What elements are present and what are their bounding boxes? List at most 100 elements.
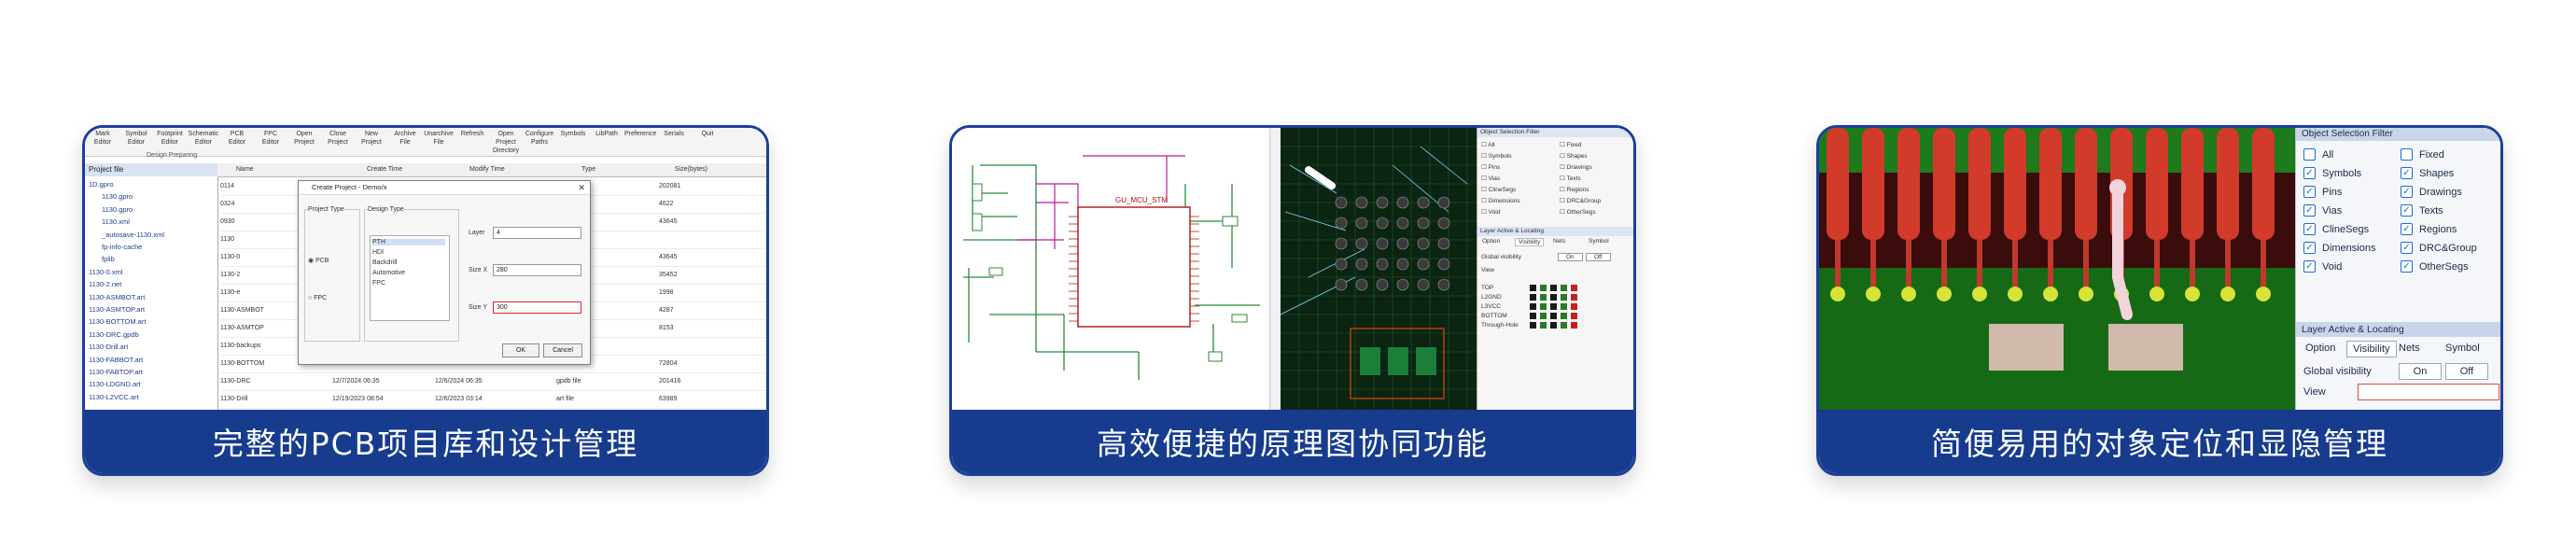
- filter-item[interactable]: ✓Vias: [2303, 204, 2342, 217]
- filter-item[interactable]: ☐ Void: [1481, 209, 1501, 216]
- checkbox[interactable]: ✓: [2303, 186, 2316, 198]
- filter-item[interactable]: ☐ OtherSegs: [1560, 209, 1596, 216]
- layer-color-swatch[interactable]: [1571, 322, 1577, 329]
- filter-item[interactable]: ☐ Regions: [1560, 187, 1589, 193]
- toolbar-button[interactable]: Footprint Editor: [157, 131, 183, 146]
- layer-color-swatch[interactable]: [1550, 294, 1557, 301]
- toolbar-button[interactable]: Open Project Directory: [492, 131, 519, 154]
- toolbar-button[interactable]: PCB Editor: [228, 131, 246, 146]
- checkbox[interactable]: ✓: [2401, 223, 2413, 235]
- checkbox[interactable]: ✓: [2303, 260, 2316, 273]
- checkbox[interactable]: ✓: [2303, 242, 2316, 254]
- filter-item[interactable]: ✓Pins: [2303, 186, 2342, 198]
- tree-item[interactable]: 1130-FABTOP.art: [89, 368, 143, 376]
- tree-item[interactable]: 1130-0.xml: [89, 267, 123, 276]
- tree-item[interactable]: 1130-DRC.gpdb: [89, 329, 139, 339]
- toolbar-button[interactable]: Mark Editor: [93, 131, 112, 146]
- tree-item[interactable]: 1130-FABBOT.art: [89, 355, 144, 364]
- toolbar-button[interactable]: Quit: [701, 131, 714, 137]
- design-type-option[interactable]: Automotive: [372, 270, 406, 276]
- filter-item[interactable]: ✓Regions: [2401, 223, 2457, 235]
- layer-color-swatch[interactable]: [1571, 294, 1577, 301]
- close-icon[interactable]: ✕: [578, 183, 585, 192]
- layer-color-swatch[interactable]: [1561, 303, 1567, 310]
- layer-color-swatch[interactable]: [1530, 285, 1536, 291]
- view-input[interactable]: [2358, 384, 2499, 400]
- filter-item[interactable]: ✓Texts: [2401, 204, 2443, 217]
- column-header[interactable]: Type: [581, 166, 596, 173]
- design-type-option[interactable]: HDI: [372, 249, 385, 256]
- toolbar-button[interactable]: Unarchive File: [424, 131, 454, 146]
- layer-input[interactable]: 4: [493, 227, 581, 239]
- layer-color-swatch[interactable]: [1571, 303, 1577, 310]
- tree-item[interactable]: 1130-LDGND.art: [89, 380, 141, 389]
- checkbox[interactable]: [2401, 148, 2413, 161]
- toolbar-button[interactable]: Archive File: [394, 131, 416, 146]
- filter-item[interactable]: ☐ Pins: [1481, 164, 1501, 171]
- filter-item[interactable]: ☐ Fixed: [1560, 142, 1582, 148]
- toolbar-button[interactable]: Configure Paths: [525, 131, 554, 146]
- on-button[interactable]: On: [1558, 253, 1583, 261]
- checkbox[interactable]: ✓: [2303, 204, 2316, 217]
- layer-color-swatch[interactable]: [1561, 322, 1567, 329]
- layer-color-swatch[interactable]: [1550, 285, 1557, 291]
- layer-color-swatch[interactable]: [1540, 322, 1547, 329]
- design-type-option[interactable]: Backdrill: [372, 259, 398, 266]
- toolbar-button[interactable]: Close Project: [328, 131, 348, 146]
- filter-item[interactable]: ✓OtherSegs: [2401, 260, 2469, 273]
- checkbox[interactable]: ✓: [2303, 223, 2316, 235]
- size-x-input[interactable]: 280: [493, 264, 581, 276]
- layer-color-swatch[interactable]: [1530, 303, 1536, 310]
- design-type-option[interactable]: PTH: [372, 239, 445, 245]
- filter-item[interactable]: ☐ Texts: [1560, 175, 1581, 182]
- toolbar-button[interactable]: Symbol Editor: [125, 131, 147, 146]
- column-header[interactable]: Create Time: [367, 166, 403, 173]
- filter-item[interactable]: ✓Shapes: [2401, 167, 2454, 179]
- filter-item[interactable]: ☐ Drawings: [1560, 164, 1592, 171]
- toolbar-button[interactable]: Open Project: [294, 131, 315, 146]
- tree-item[interactable]: 1130-ASMTOP.art: [89, 305, 146, 314]
- filter-item[interactable]: ✓Symbols: [2303, 167, 2361, 179]
- tree-item[interactable]: fp-info-cache: [102, 243, 143, 251]
- filter-item[interactable]: All: [2303, 148, 2333, 161]
- tab[interactable]: Symbol: [2445, 343, 2480, 354]
- checkbox[interactable]: ✓: [2401, 260, 2413, 273]
- filter-item[interactable]: ☐ Symbols: [1481, 153, 1512, 160]
- column-header[interactable]: Name: [236, 166, 254, 173]
- radio-fpc[interactable]: ○ FPC: [308, 295, 328, 301]
- layer-color-swatch[interactable]: [1550, 303, 1557, 310]
- layer-color-swatch[interactable]: [1540, 303, 1547, 310]
- checkbox[interactable]: ✓: [2303, 167, 2316, 179]
- toolbar-button[interactable]: Symbols: [560, 131, 586, 137]
- filter-item[interactable]: ☐ Shapes: [1560, 153, 1588, 160]
- layer-color-swatch[interactable]: [1571, 285, 1577, 291]
- tree-item[interactable]: 1130-L2VCC.art: [89, 392, 139, 401]
- ok-button[interactable]: OK: [502, 343, 539, 357]
- tab[interactable]: Option: [2305, 343, 2336, 354]
- layer-color-swatch[interactable]: [1561, 313, 1567, 319]
- filter-item[interactable]: ☐ ClineSegs: [1481, 187, 1517, 193]
- tab[interactable]: Visibility: [2346, 341, 2397, 357]
- tree-item[interactable]: fplib: [102, 255, 115, 264]
- layer-color-swatch[interactable]: [1571, 313, 1577, 319]
- tree-item[interactable]: 1130-ASMBOT.art: [89, 292, 146, 301]
- tree-item[interactable]: 1130.gpro: [102, 192, 133, 202]
- column-header[interactable]: Modify Time: [469, 166, 505, 173]
- tree-item[interactable]: 1130-BOTTOM.art: [89, 317, 147, 327]
- radio-pcb[interactable]: ◉ PCB: [308, 258, 329, 264]
- toolbar-button[interactable]: Preference: [624, 131, 657, 137]
- tab[interactable]: Nets: [2399, 343, 2420, 354]
- layer-color-swatch[interactable]: [1550, 313, 1557, 319]
- off-button[interactable]: Off: [1586, 253, 1611, 261]
- filter-item[interactable]: ☐ DRC&Group: [1560, 198, 1602, 204]
- tab[interactable]: Visibility: [1515, 238, 1545, 246]
- tab[interactable]: Symbol: [1589, 238, 1609, 245]
- layer-color-swatch[interactable]: [1561, 294, 1567, 301]
- layer-color-swatch[interactable]: [1561, 285, 1567, 291]
- toolbar-button[interactable]: Serials: [664, 131, 684, 137]
- tree-item[interactable]: 1130.gpro: [102, 204, 133, 214]
- tree-item[interactable]: 1130-Drill.art: [89, 343, 129, 352]
